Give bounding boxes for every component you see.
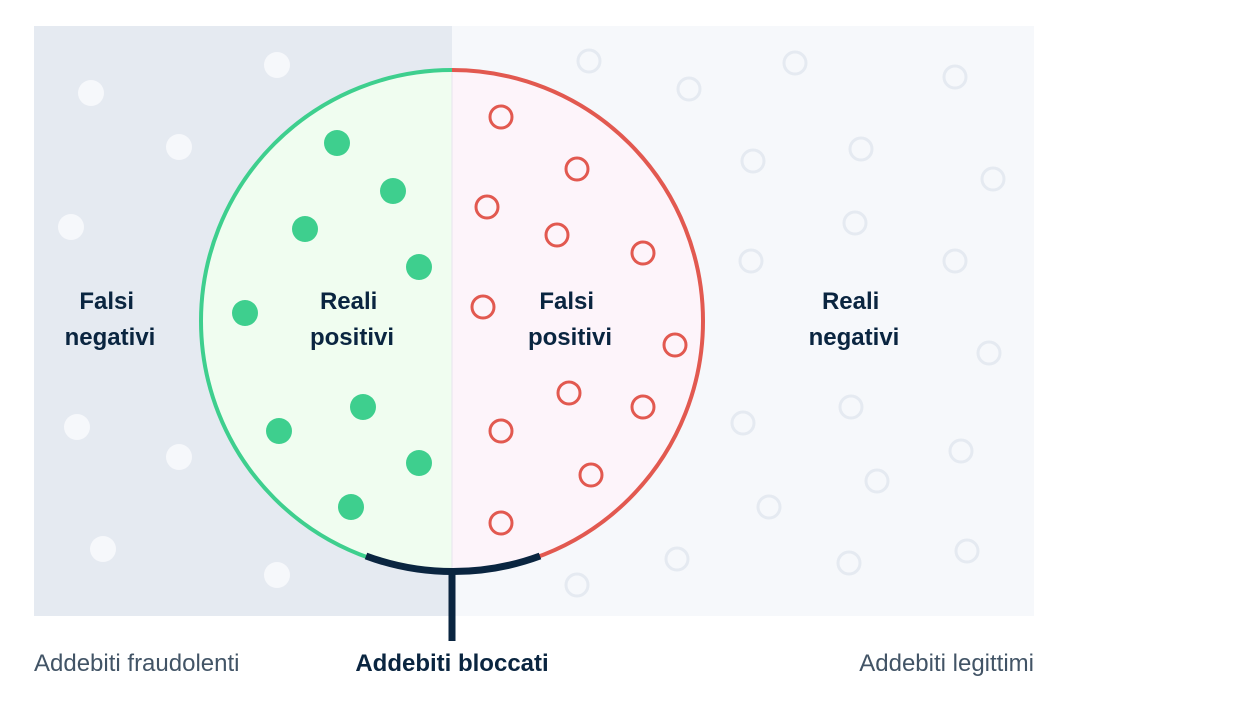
faded-legit-ring [664, 546, 690, 572]
faded-legit-ring [836, 550, 862, 576]
true-positives-line2: positivi [310, 324, 394, 351]
true-positive-dot [266, 418, 292, 444]
false-positives-label: Falsi positivi [528, 288, 612, 351]
faded-legit-ring [980, 166, 1006, 192]
fraudulent-charges-label: Addebiti fraudolenti [34, 650, 240, 677]
true-negatives-line1: Reali [822, 288, 879, 315]
false-positive-ring [578, 462, 604, 488]
true-positive-dot [350, 394, 376, 420]
true-positive-dot [338, 494, 364, 520]
true-negatives-line2: negativi [809, 324, 900, 351]
false-positive-dots [470, 104, 688, 536]
false-positives-line1: Falsi [539, 288, 594, 315]
true-positive-dot [380, 178, 406, 204]
blocked-circle-left-border [199, 68, 453, 574]
faded-legit-ring [942, 248, 968, 274]
false-positive-ring [488, 510, 514, 536]
faded-legit-ring [848, 136, 874, 162]
false-positive-ring [474, 194, 500, 220]
true-positive-dot [292, 216, 318, 242]
faded-legit-ring [942, 64, 968, 90]
false-negatives-line2: negativi [65, 324, 156, 351]
faded-legit-ring [948, 438, 974, 464]
false-positive-ring [488, 104, 514, 130]
blocked-bracket-arc [364, 552, 542, 576]
false-negative-dots [58, 52, 290, 588]
faded-legit-ring [864, 468, 890, 494]
false-positive-ring [556, 380, 582, 406]
false-positives-line2: positivi [528, 324, 612, 351]
true-positives-label: Reali positivi [310, 288, 394, 351]
faded-legit-ring [576, 48, 602, 74]
false-positive-ring [564, 156, 590, 182]
faded-fraud-dot [166, 134, 192, 160]
true-positive-dot [324, 130, 350, 156]
faded-legit-ring [842, 210, 868, 236]
true-positive-dot [406, 450, 432, 476]
false-positive-ring [488, 418, 514, 444]
true-positives-line1: Reali [320, 288, 377, 315]
false-positive-ring [470, 294, 496, 320]
false-positive-ring [544, 222, 570, 248]
false-negatives-line1: Falsi [79, 288, 134, 315]
blocked-charges-label: Addebiti bloccati [355, 650, 549, 677]
faded-fraud-dot [166, 444, 192, 470]
false-negatives-label: Falsi negativi [65, 288, 156, 351]
true-positive-dot [406, 254, 432, 280]
faded-legit-ring [782, 50, 808, 76]
faded-legit-ring [738, 248, 764, 274]
blocked-circle-right-border [451, 68, 705, 574]
faded-fraud-dot [78, 80, 104, 106]
false-positives-area [452, 70, 703, 572]
faded-legit-ring [740, 148, 766, 174]
faded-fraud-dot [58, 214, 84, 240]
false-positive-ring [662, 332, 688, 358]
faded-legit-ring [976, 340, 1002, 366]
faded-legit-ring [564, 572, 590, 598]
legitimate-charges-label: Addebiti legittimi [859, 650, 1034, 677]
faded-legit-ring [730, 410, 756, 436]
faded-fraud-dot [90, 536, 116, 562]
true-positive-dots [232, 130, 432, 520]
faded-legit-ring [756, 494, 782, 520]
true-negative-dots [564, 48, 1006, 598]
false-positive-ring [630, 240, 656, 266]
faded-fraud-dot [264, 562, 290, 588]
faded-fraud-dot [64, 414, 90, 440]
faded-legit-ring [676, 76, 702, 102]
true-negatives-label: Reali negativi [809, 288, 900, 351]
true-positive-dot [232, 300, 258, 326]
faded-fraud-dot [264, 52, 290, 78]
false-positive-ring [630, 394, 656, 420]
faded-legit-ring [838, 394, 864, 420]
faded-legit-ring [954, 538, 980, 564]
